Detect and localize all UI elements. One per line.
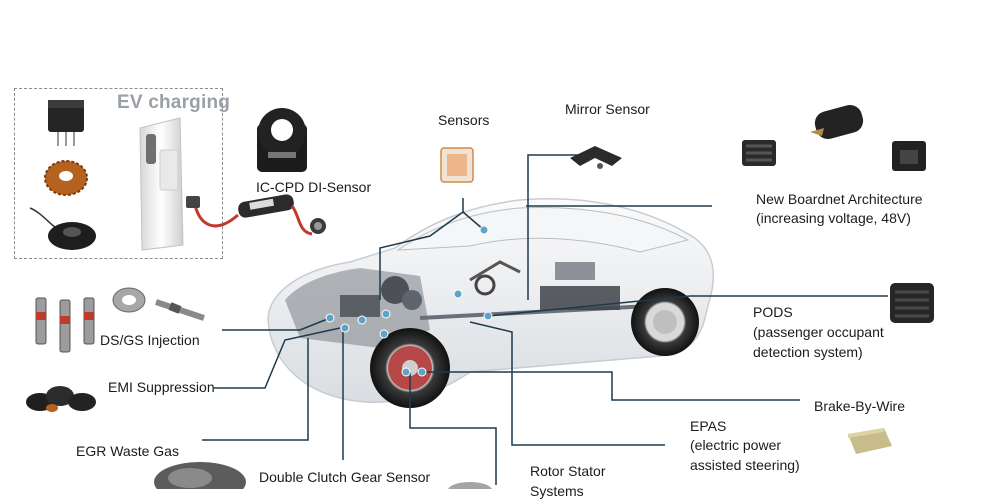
label-rotor-stator-line1: Rotor Stator (530, 463, 606, 479)
label-double-clutch-gear-sensor: Double Clutch Gear Sensor (259, 469, 431, 485)
boardnet-shielded-inductor-icon (892, 141, 926, 171)
brake-actuator-block-icon (848, 428, 892, 454)
toroid-coil-icon (44, 160, 88, 196)
ring-sensor-icon (29, 207, 96, 250)
label-epas-line3: assisted steering) (690, 457, 800, 473)
connector-dots (325, 225, 493, 377)
label-epas-line2: (electric power (690, 437, 782, 453)
label-epas-line1: EPAS (690, 418, 727, 434)
charging-cable-icon (186, 196, 239, 228)
di-sensor-icon (257, 108, 307, 172)
injector-icon (35, 297, 95, 353)
label-ic-cpd: IC-CPD DI-Sensor (256, 179, 372, 195)
label-emi-suppression: EMI Suppression (108, 379, 215, 395)
emi-ferrite-beads-icon (26, 386, 96, 412)
optical-sensor-icon (440, 147, 474, 183)
pods-coil-icon (890, 283, 934, 323)
rotor-stator-icon (448, 482, 492, 489)
leader-lines (202, 154, 888, 485)
current-sensor-block-icon (48, 100, 84, 146)
label-ds-gs-injection: DS/GS Injection (100, 332, 200, 348)
label-mirror-sensor: Mirror Sensor (565, 101, 650, 117)
label-brake-by-wire: Brake-By-Wire (814, 398, 906, 414)
label-boardnet-line1: New Boardnet Architecture (756, 191, 923, 207)
label-pods-line3: detection system) (753, 344, 863, 360)
label-pods-line1: PODS (753, 304, 793, 320)
ev-charging-title: EV charging (117, 92, 231, 113)
egr-turbo-icon (154, 462, 246, 489)
label-boardnet-line2: (increasing voltage, 48V) (756, 210, 911, 226)
boardnet-choke-coil-icon (742, 140, 776, 166)
diagram-canvas (26, 100, 934, 489)
label-pods-line2: (passenger occupant (753, 324, 884, 340)
probe-sensor-icon (155, 299, 205, 321)
ev-charger-station-icon (139, 117, 184, 251)
label-egr-waste-gas: EGR Waste Gas (76, 443, 179, 459)
car-illustration (267, 198, 715, 408)
mirror-sensor-icon (570, 146, 622, 169)
label-rotor-stator-line2: Systems (530, 483, 584, 499)
ev-charging-group (14, 88, 223, 259)
ic-cpd-device-icon (238, 194, 326, 236)
boardnet-cylinder-inductor-icon (810, 104, 864, 140)
label-sensors: Sensors (438, 112, 490, 128)
gear-sensor-ring-icon (112, 287, 146, 313)
